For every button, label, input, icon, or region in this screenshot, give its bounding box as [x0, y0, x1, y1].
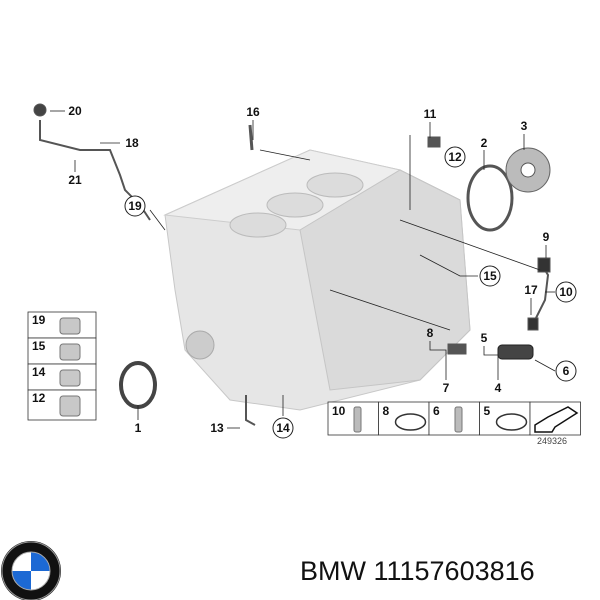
direction-arrow-icon [534, 406, 579, 433]
o-ring-icon [495, 413, 528, 431]
left-legend-table: 19 15 14 12 [27, 311, 97, 421]
legend-label: 8 [383, 404, 390, 418]
callout-14: 14 [276, 421, 290, 435]
callout-6: 6 [563, 364, 570, 378]
leader-lines [50, 110, 556, 429]
callout-circle [124, 195, 146, 217]
bolt-icon [454, 406, 463, 433]
o-ring-icon [394, 413, 427, 431]
legend-label: 12 [32, 391, 46, 405]
callout-circle [555, 281, 577, 303]
callout-1: 1 [135, 421, 142, 435]
legend-part-icon [59, 395, 81, 417]
callout-16: 16 [246, 105, 260, 119]
callout-circle [555, 360, 577, 382]
legend-label: 14 [32, 365, 46, 379]
callout-17: 17 [524, 283, 538, 297]
callout-5: 5 [481, 331, 488, 345]
bottom-legend-table: 10 8 6 5 [327, 401, 581, 436]
callout-10: 10 [559, 285, 573, 299]
legend-part-icon [59, 343, 81, 361]
legend-part-icon [59, 369, 81, 387]
callout-8: 8 [427, 326, 434, 340]
legend-label: 19 [32, 313, 46, 327]
legend-label: 10 [332, 404, 346, 418]
callout-circle [272, 417, 294, 439]
callout-12: 12 [448, 150, 462, 164]
parts [33, 103, 551, 426]
callout-4: 4 [495, 381, 502, 395]
callout-20: 20 [68, 104, 82, 118]
callout-13: 13 [210, 421, 224, 435]
callout-2: 2 [481, 136, 488, 150]
callout-21: 21 [68, 173, 82, 187]
part-number-caption: BMW 11157603816 [300, 556, 535, 586]
callout-18: 18 [125, 136, 139, 150]
bolt-icon [353, 406, 362, 433]
legend-cell [428, 401, 480, 436]
callout-circle [479, 265, 501, 287]
callout-19: 19 [128, 199, 142, 213]
reference-number: 249326 [537, 436, 567, 446]
bmw-logo [1, 541, 61, 600]
legend-part-icon [59, 317, 81, 335]
legend-label: 5 [484, 404, 491, 418]
callout-9: 9 [543, 230, 550, 244]
callout-11: 11 [424, 107, 437, 121]
engine-block [163, 149, 471, 411]
callout-7: 7 [443, 381, 450, 395]
callout-15: 15 [483, 269, 497, 283]
callout-3: 3 [521, 119, 528, 133]
legend-label: 15 [32, 339, 46, 353]
callout-circle [444, 146, 466, 168]
legend-label: 6 [433, 404, 440, 418]
